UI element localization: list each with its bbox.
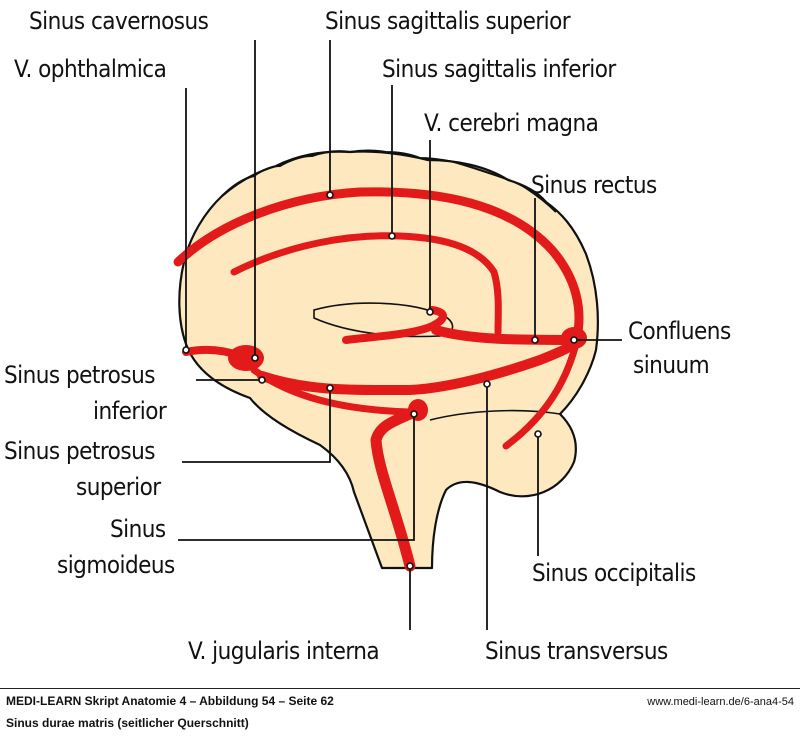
dot-sinus-sagittalis-inferior	[388, 232, 396, 240]
label-sinus-occipitalis: Sinus occipitalis	[532, 559, 696, 587]
label-confluens-sinuum-line2: sinuum	[633, 351, 710, 379]
brain-sinus-diagram	[173, 40, 622, 630]
label-sinus-petrosus-inferior-line1: Sinus petrosus	[4, 361, 155, 389]
footer-url: www.medi-learn.de/6-ana4-54	[647, 696, 794, 708]
label-v-ophthalmica: V. ophthalmica	[14, 55, 167, 83]
label-sinus-transversus: Sinus transversus	[485, 637, 668, 665]
dot-sinus-petrosus-superior	[326, 384, 334, 392]
leader-sinus-petrosus-superior	[182, 388, 331, 463]
brain-silhouette	[178, 150, 599, 570]
label-sinus-sagittalis-superior: Sinus sagittalis superior	[325, 7, 571, 35]
sinus-petrosus-superior-vessel	[250, 366, 414, 416]
label-sinus-cavernosus: Sinus cavernosus	[29, 7, 209, 35]
dot-sinus-rectus	[531, 336, 539, 344]
label-sinus-sagittalis-inferior: Sinus sagittalis inferior	[382, 55, 616, 83]
label-v-cerebri-magna: V. cerebri magna	[424, 109, 599, 137]
sinus-transversus-vessel	[257, 335, 583, 396]
sinus-rectus-vessel	[431, 325, 583, 345]
dot-sinus-petrosus-inferior	[258, 376, 266, 384]
footer-divider	[0, 688, 800, 689]
dot-v-jugularis-interna	[406, 562, 414, 570]
label-v-jugularis-interna: V. jugularis interna	[188, 637, 380, 665]
dot-sinus-transversus	[483, 380, 491, 388]
cerebellum-contour	[429, 409, 561, 421]
dot-sinus-sigmoideus	[410, 410, 418, 418]
dot-confluens-sinuum	[570, 336, 578, 344]
leader-sinus-sigmoideus	[178, 414, 415, 541]
bulbus-vessel	[408, 399, 428, 421]
label-sinus-petrosus-inferior-line2: inferior	[93, 397, 167, 425]
footer-caption: Sinus durae matris (seitlicher Querschni…	[6, 716, 249, 730]
label-sinus-petrosus-superior-line2: superior	[76, 473, 161, 501]
sinus-sagittalis-inferior-vessel	[230, 232, 502, 336]
label-sinus-rectus: Sinus rectus	[531, 171, 657, 199]
footer-source: MEDI-LEARN Skript Anatomie 4 – Abbildung…	[6, 694, 334, 708]
dot-sinus-cavernosus	[251, 354, 259, 362]
label-sinus-sigmoideus-line1: Sinus	[110, 515, 166, 543]
sinus-sigmoideus-vessel	[370, 406, 420, 572]
dot-sinus-occipitalis	[534, 430, 542, 438]
brain-gyri-outline	[221, 149, 557, 213]
dot-sinus-sagittalis-superior	[326, 191, 334, 199]
label-sinus-sigmoideus-line2: sigmoideus	[57, 551, 175, 579]
dot-v-ophthalmica	[182, 346, 190, 354]
v-cerebri-magna-vessel	[342, 306, 447, 344]
sinus-occipitalis-vessel	[502, 340, 580, 450]
label-sinus-petrosus-superior-line1: Sinus petrosus	[4, 437, 155, 465]
label-confluens-sinuum-line1: Confluens	[628, 317, 731, 345]
sinus-sagittalis-superior-vessel	[173, 187, 584, 347]
dot-v-cerebri-magna	[426, 308, 434, 316]
